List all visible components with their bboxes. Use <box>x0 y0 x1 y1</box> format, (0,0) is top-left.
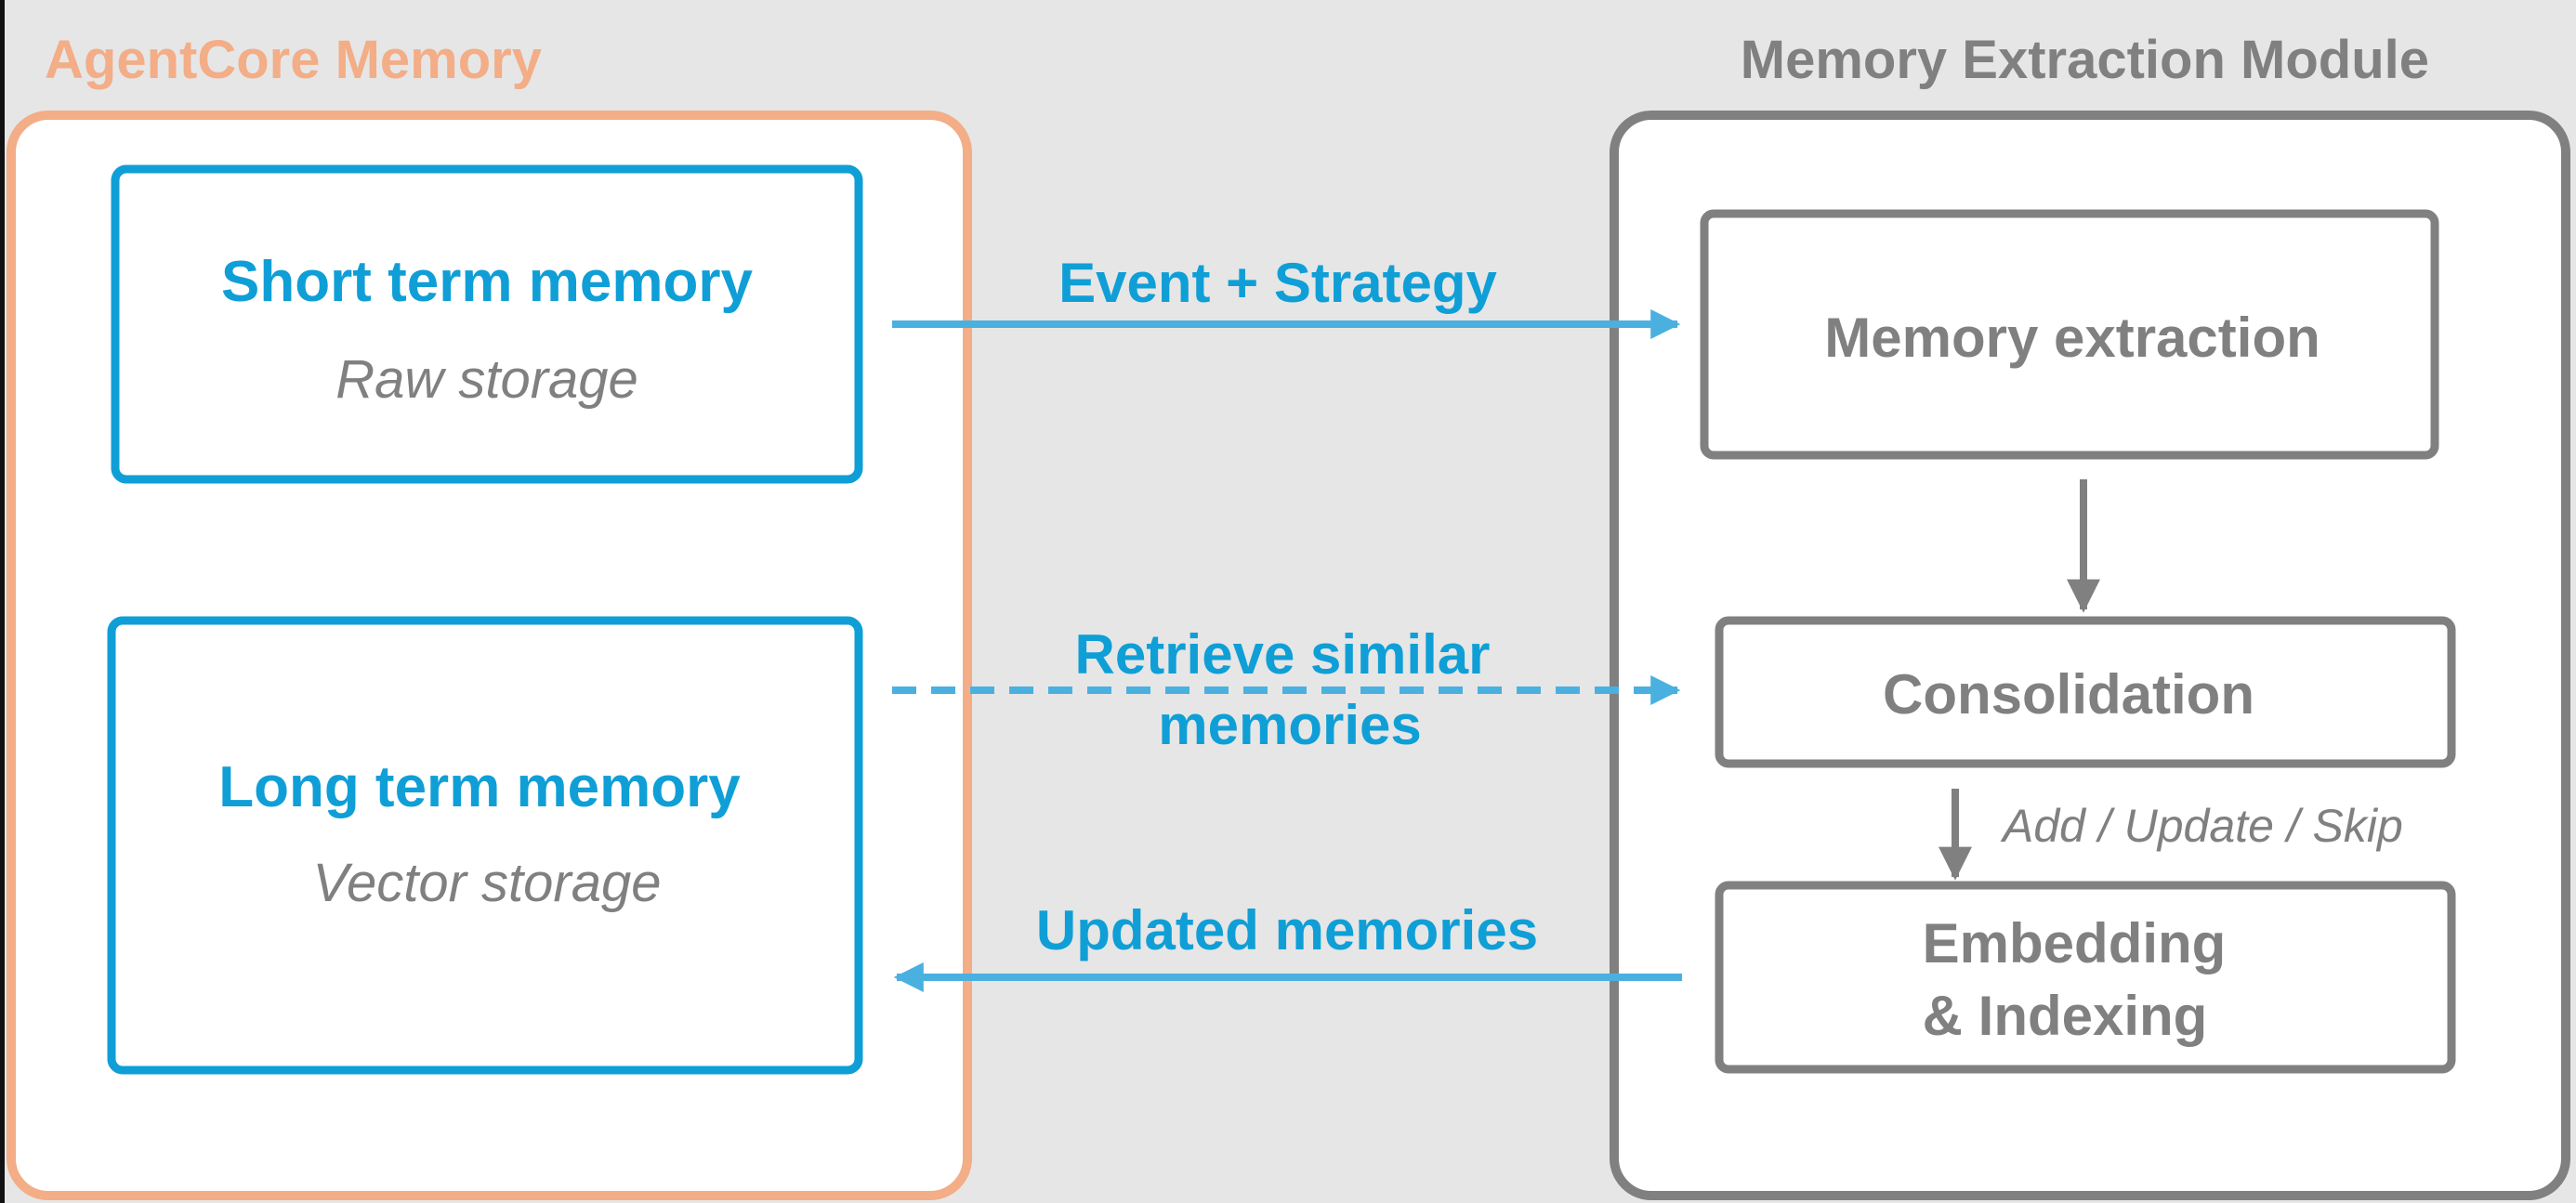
module-title: Memory Extraction Module <box>1741 30 2429 90</box>
embedding-label: Embedding <box>1923 912 2227 974</box>
short-term-memory-box: Short term memory Raw storage <box>111 164 863 484</box>
updated-memories-label: Updated memories <box>1036 899 1538 961</box>
retrieve-label-line2: memories <box>1158 694 1421 756</box>
consolidation-step: Consolidation <box>1715 616 2456 768</box>
flow-retrieve-similar: Retrieve similar memories <box>892 623 1681 756</box>
memory-extraction-label: Memory extraction <box>1824 307 2320 369</box>
memory-extraction-module-group: Memory Extraction Module Memory extracti… <box>1610 30 2570 1200</box>
agentcore-title: AgentCore Memory <box>45 30 542 90</box>
short-term-title: Short term memory <box>221 250 753 314</box>
add-update-skip-label: Add / Update / Skip <box>2000 800 2403 852</box>
long-term-title: Long term memory <box>218 755 741 819</box>
indexing-label: & Indexing <box>1923 985 2208 1047</box>
event-strategy-label: Event + Strategy <box>1058 252 1497 314</box>
consolidation-label: Consolidation <box>1883 663 2254 726</box>
retrieve-label-line1: Retrieve similar <box>1075 623 1491 686</box>
flow-updated-memories: Updated memories <box>893 899 1682 992</box>
long-term-memory-box: Long term memory Vector storage <box>107 616 863 1075</box>
short-term-subtitle: Raw storage <box>335 349 638 410</box>
embedding-indexing-step: Embedding & Indexing <box>1715 881 2456 1074</box>
flow-event-strategy: Event + Strategy <box>892 252 1681 339</box>
memory-extraction-step: Memory extraction <box>1700 209 2439 460</box>
left-edge <box>0 0 5 1203</box>
agentcore-memory-group: AgentCore Memory Short term memory Raw s… <box>7 30 972 1200</box>
long-term-subtitle: Vector storage <box>312 853 661 913</box>
